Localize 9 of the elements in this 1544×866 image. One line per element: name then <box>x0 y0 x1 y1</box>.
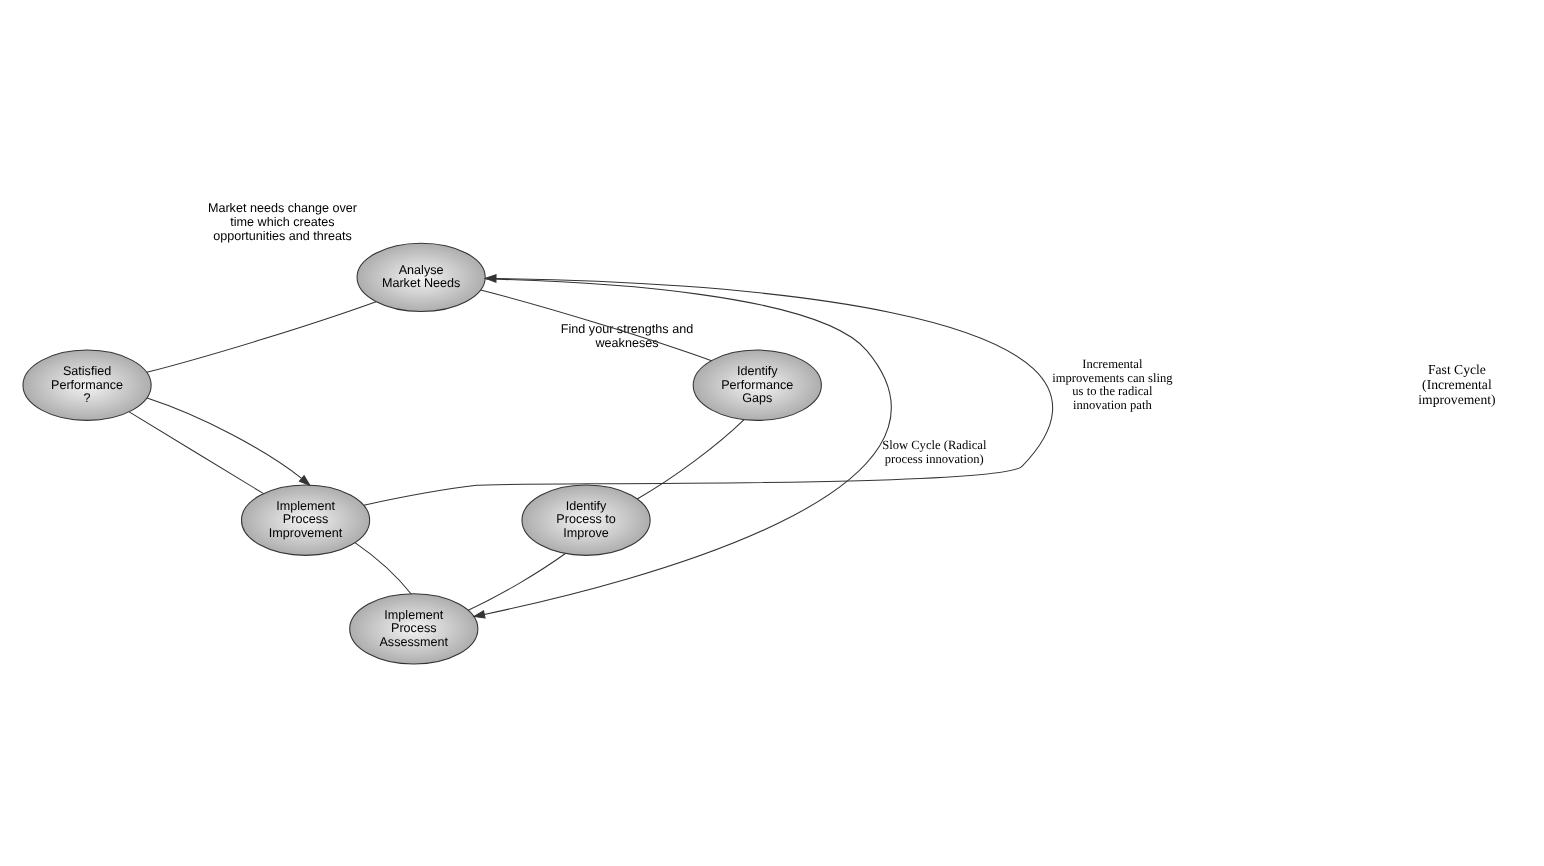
arrow <box>146 397 312 487</box>
connector <box>467 553 566 611</box>
connector <box>480 289 713 362</box>
arrow <box>363 274 1052 506</box>
connector <box>128 411 265 495</box>
connector <box>636 418 745 500</box>
arrow <box>472 278 892 619</box>
connector <box>146 301 377 373</box>
connector <box>354 542 412 595</box>
